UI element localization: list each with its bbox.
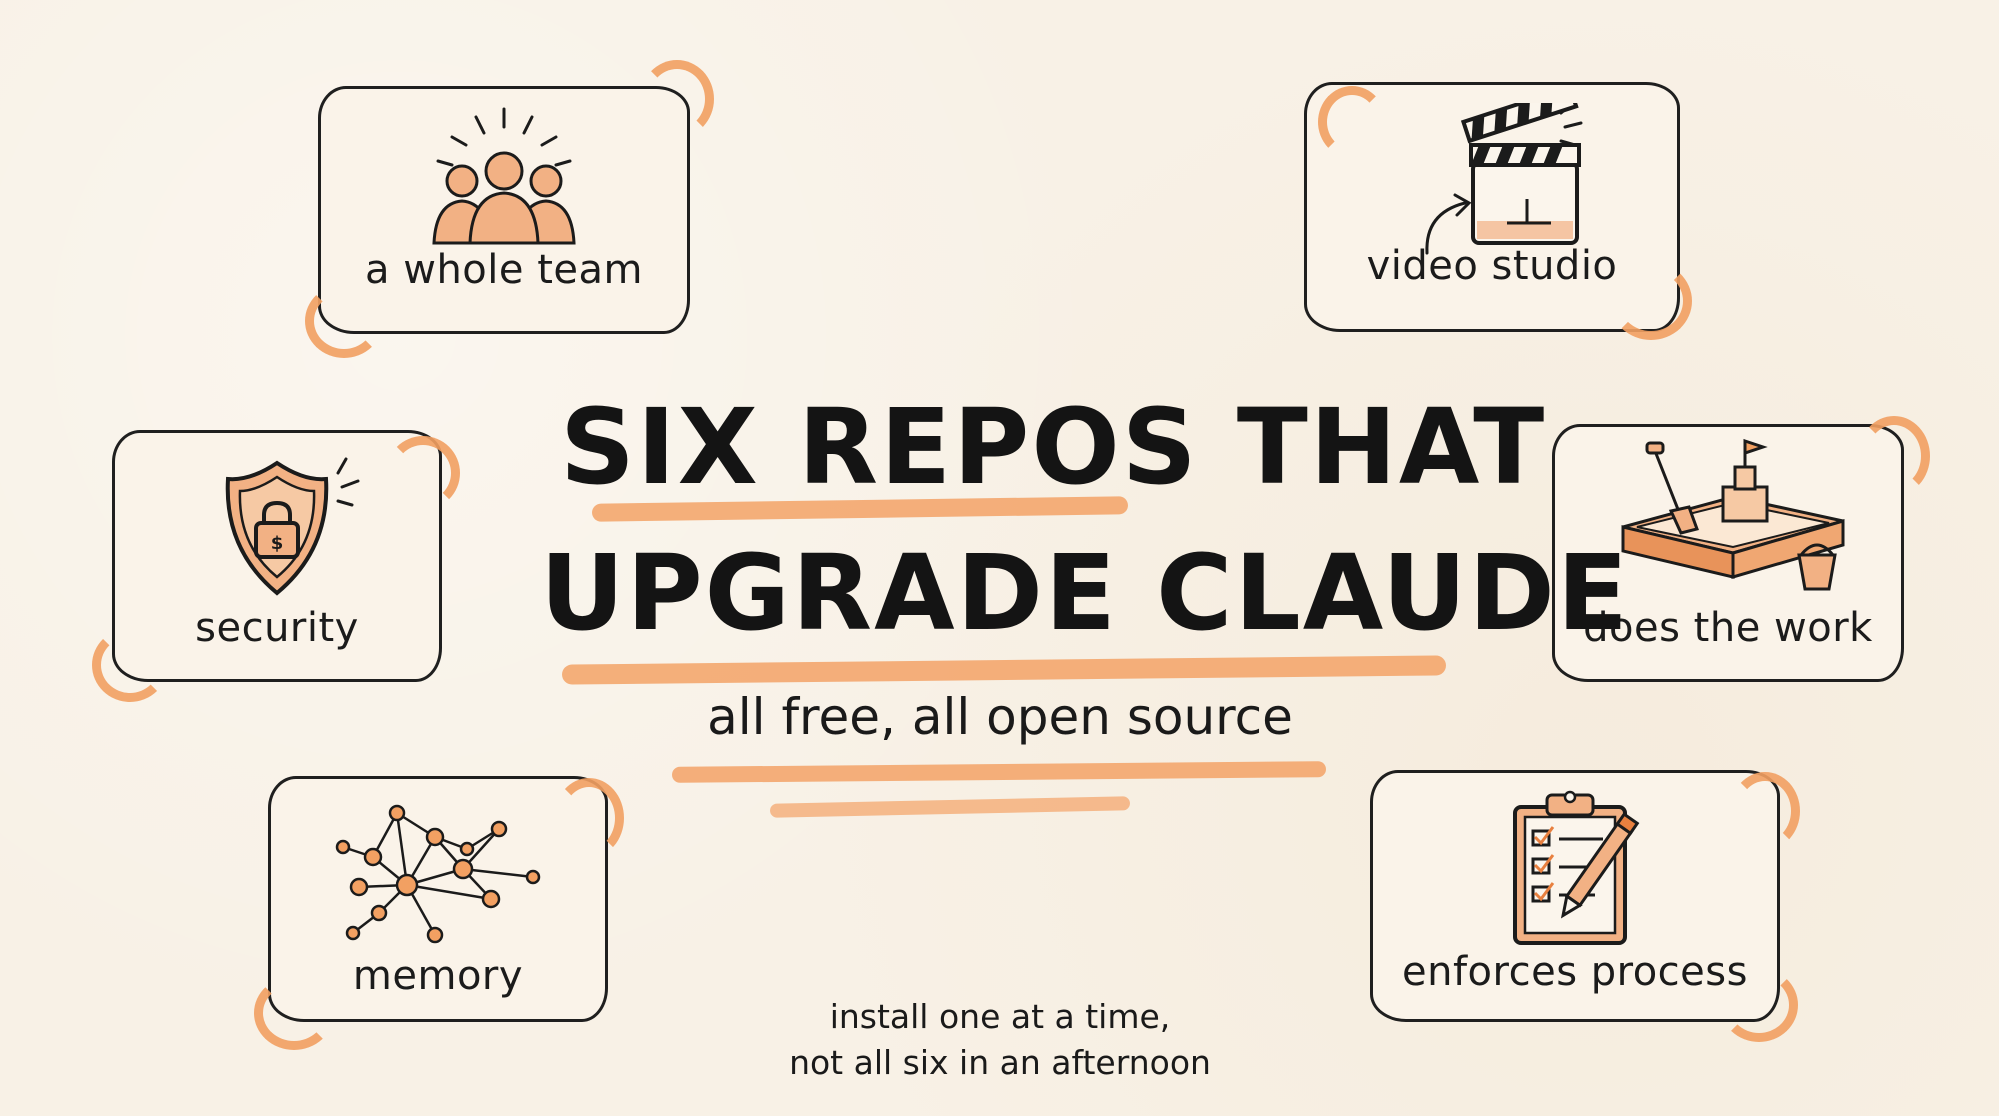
- page-subtitle: all free, all open source: [707, 688, 1293, 746]
- accent-swoosh: [1318, 86, 1386, 158]
- network-graph-icon: [335, 804, 541, 944]
- clipboard-checklist-icon: [1513, 790, 1640, 945]
- card-label: security: [195, 605, 359, 651]
- shield-lock-icon: [225, 457, 360, 596]
- card-label: enforces process: [1402, 949, 1748, 995]
- accent-swoosh: [1720, 968, 1798, 1042]
- accent-swoosh: [1610, 262, 1692, 340]
- page-title-line-2: UPGRADE CLAUDE: [540, 532, 1630, 654]
- accent-swoosh: [640, 60, 714, 138]
- card-label: video studio: [1366, 243, 1618, 289]
- clapperboard-icon: [1425, 103, 1583, 255]
- footnote-line-2: not all six in an afternoon: [789, 1043, 1211, 1082]
- accent-swoosh: [92, 628, 168, 702]
- accent-swoosh: [1730, 772, 1800, 850]
- footnote: install one at a time, not all six in an…: [700, 994, 1300, 1086]
- accent-swoosh: [1858, 416, 1930, 496]
- accent-swoosh: [305, 284, 383, 358]
- card-label: does the work: [1583, 605, 1873, 651]
- card-does-the-work: does the work: [1552, 424, 1904, 682]
- card-enforces-process: enforces process: [1370, 770, 1780, 1022]
- card-memory: memory: [268, 776, 608, 1022]
- accent-swoosh: [386, 436, 460, 510]
- page-title-line-1: SIX REPOS THAT: [560, 386, 1547, 508]
- team-people-icon: [432, 107, 576, 245]
- card-label: a whole team: [365, 247, 643, 293]
- card-label: memory: [352, 953, 524, 999]
- card-whole-team: a whole team: [318, 86, 690, 334]
- lock-badge: $: [270, 533, 284, 554]
- footnote-line-1: install one at a time,: [829, 997, 1171, 1036]
- accent-swoosh: [254, 976, 334, 1050]
- accent-swoosh: [554, 778, 624, 858]
- sandbox-icon: [1621, 438, 1845, 591]
